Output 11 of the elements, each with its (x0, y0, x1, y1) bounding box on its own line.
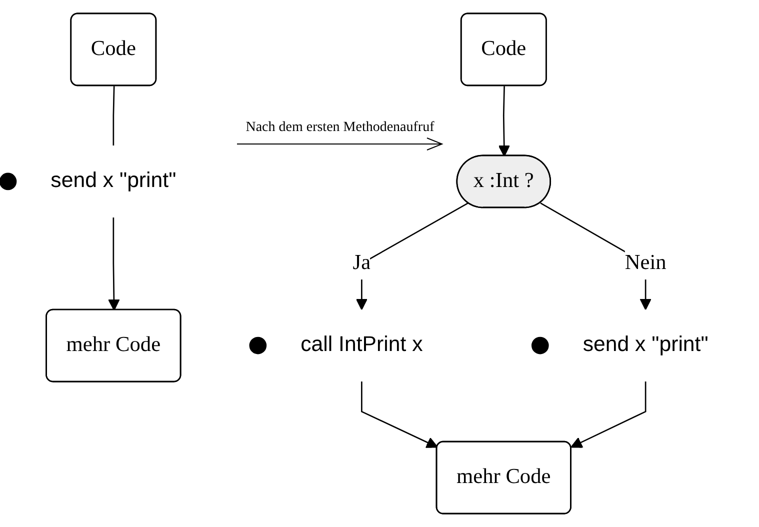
node-label: call IntPrint x (300, 334, 423, 356)
node-label: send x "print" (582, 334, 708, 356)
arrow (108, 217, 120, 311)
arrow (498, 86, 510, 157)
edge-label: Nein (624, 251, 666, 274)
node-label: send x "print" (50, 169, 176, 192)
note-text: Nach dem ersten Methodenaufruf (246, 120, 434, 136)
edge-label: Ja (352, 251, 371, 274)
arrow (570, 382, 646, 448)
connector (112, 86, 115, 146)
arrow (361, 382, 438, 448)
